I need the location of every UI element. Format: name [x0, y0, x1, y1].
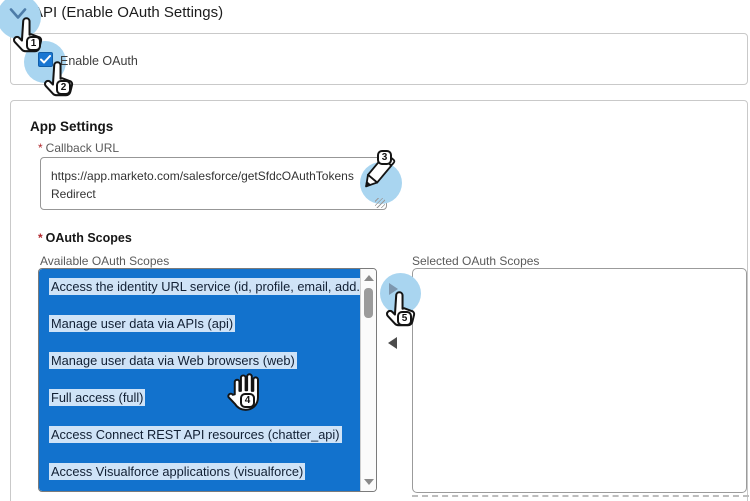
callout-number-2: 2 — [56, 80, 71, 95]
callout-circle-1 — [0, 0, 41, 39]
page-title: API (Enable OAuth Settings) — [33, 4, 224, 21]
required-asterisk: * — [38, 231, 43, 245]
resize-grip-icon[interactable] — [375, 198, 385, 208]
chevron-down-icon[interactable] — [8, 7, 28, 26]
selected-scopes-listbox[interactable] — [412, 268, 747, 493]
callout-number-3: 3 — [377, 150, 392, 165]
check-icon — [40, 55, 51, 64]
enable-oauth-section — [10, 33, 748, 85]
callout-number-1: 1 — [26, 36, 41, 51]
scope-option[interactable]: Access Connect REST API resources (chatt… — [49, 426, 342, 443]
scope-option[interactable]: Full access (full) — [49, 389, 146, 406]
scrollbar-thumb[interactable] — [364, 288, 373, 318]
available-scopes-label: Available OAuth Scopes — [40, 254, 170, 268]
enable-oauth-label: Enable OAuth — [60, 54, 138, 68]
scope-option[interactable]: Access Visualforce applications (visualf… — [49, 463, 306, 480]
right-arrow-icon[interactable] — [389, 283, 398, 295]
available-scopes-listbox[interactable]: Access the identity URL service (id, pro… — [38, 268, 377, 492]
callout-number-5: 5 — [397, 311, 412, 326]
left-arrow-icon[interactable] — [388, 337, 397, 349]
available-scopes-list: Access the identity URL service (id, pro… — [39, 269, 370, 491]
scope-option[interactable]: Manage user data via APIs (api) — [49, 315, 236, 332]
enable-oauth-checkbox[interactable] — [38, 52, 53, 67]
callback-url-label: *Callback URL — [38, 141, 120, 155]
scrollbar[interactable] — [360, 269, 376, 491]
app-settings-heading: App Settings — [30, 119, 114, 134]
oauth-scopes-heading: *OAuth Scopes — [38, 231, 132, 245]
required-asterisk: * — [38, 141, 43, 155]
scope-option[interactable]: Manage user data via Web browsers (web) — [49, 352, 297, 369]
dashed-border — [412, 495, 749, 497]
selected-scopes-label: Selected OAuth Scopes — [412, 254, 540, 268]
callback-url-input[interactable]: https://app.marketo.com/salesforce/getSf… — [40, 157, 387, 210]
callout-number-4: 4 — [240, 393, 255, 408]
scroll-up-icon[interactable] — [364, 275, 374, 281]
scope-option[interactable]: Access the identity URL service (id, pro… — [49, 278, 370, 295]
scroll-down-icon[interactable] — [364, 479, 374, 485]
